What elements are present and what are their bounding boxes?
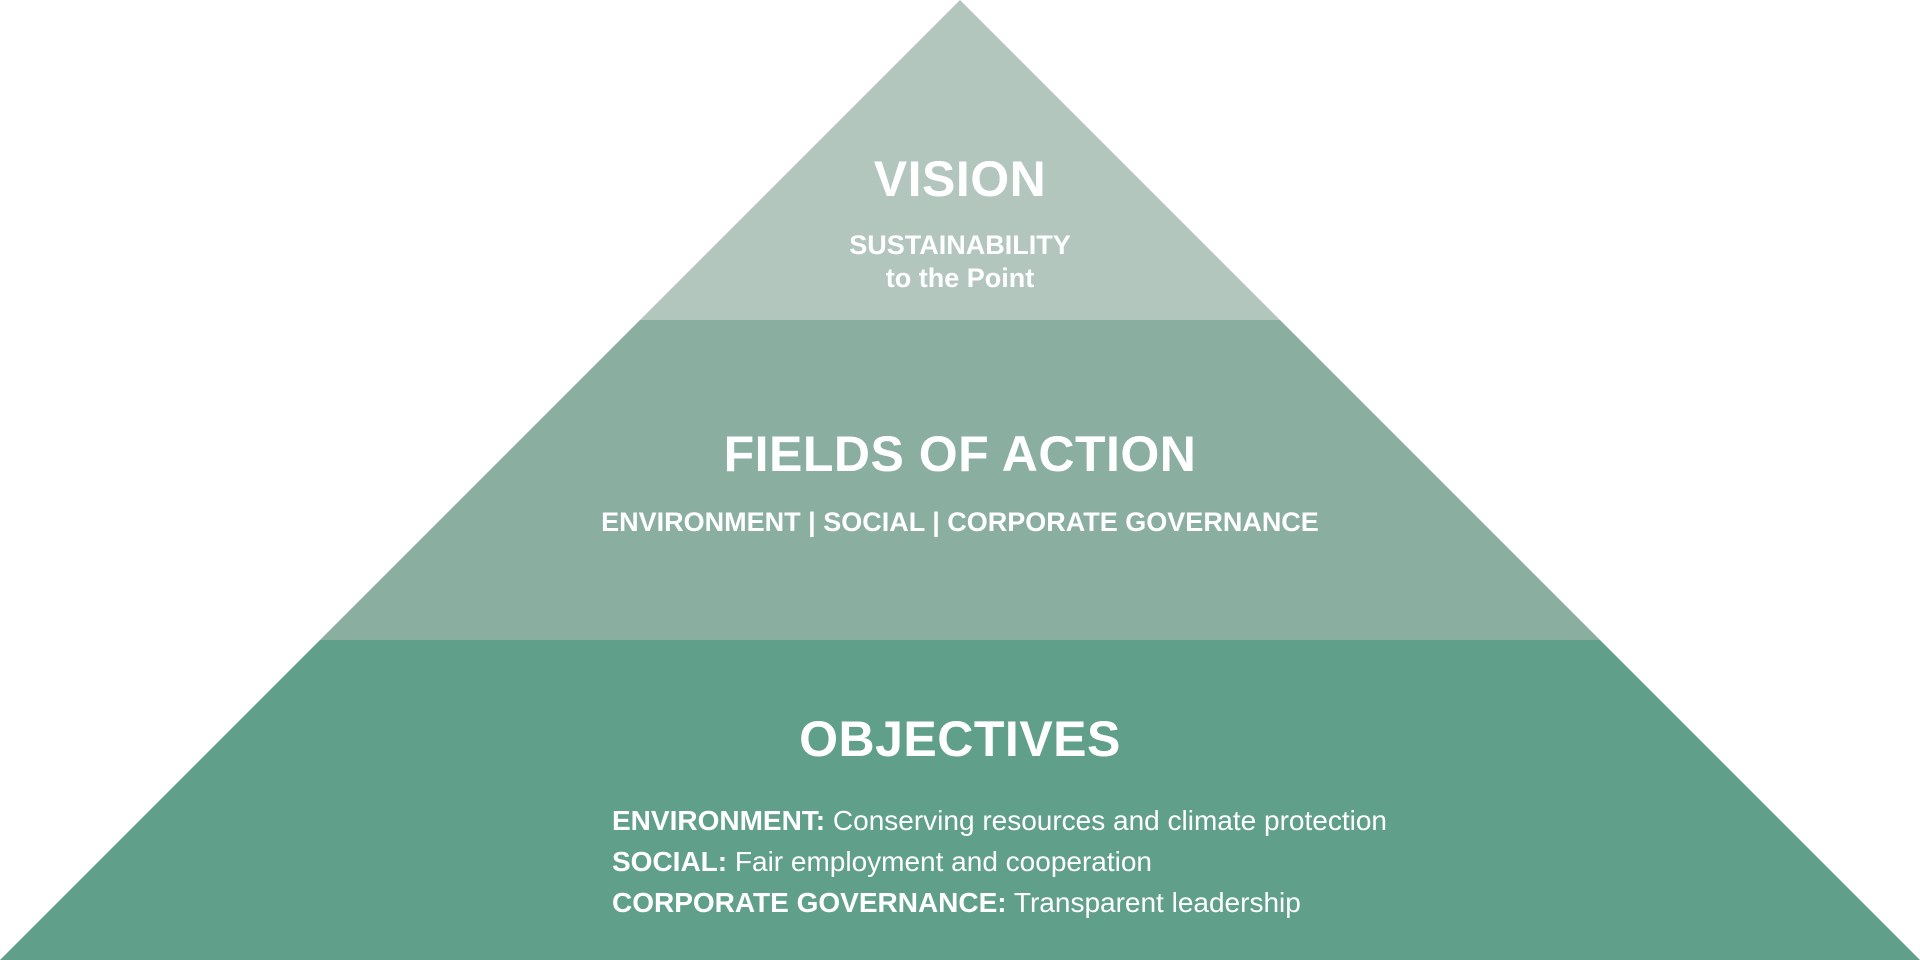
objective-label: ENVIRONMENT: <box>612 805 826 836</box>
pyramid-tier-middle <box>320 320 1600 640</box>
vision-title: VISION <box>873 151 1047 207</box>
vision-subtitle: SUSTAINABILITY to the Point <box>760 229 1160 295</box>
pyramid-tier-bottom <box>0 640 1920 960</box>
objectives-title: OBJECTIVES <box>799 711 1121 767</box>
fields-of-action-subtitle: ENVIRONMENT | SOCIAL | CORPORATE GOVERNA… <box>601 507 1319 537</box>
objective-text: Conserving resources and climate protect… <box>832 805 1387 836</box>
fields-of-action-title: FIELDS OF ACTION <box>723 426 1197 482</box>
objective-item-environment: ENVIRONMENT: Conserving resources and cl… <box>612 800 1387 841</box>
objective-item-social: SOCIAL: Fair employment and cooperation <box>612 841 1387 882</box>
objective-text: Fair employment and cooperation <box>734 846 1153 877</box>
objective-text: Transparent leadership <box>1013 887 1301 918</box>
vision-subtitle-line-1: SUSTAINABILITY <box>849 230 1071 260</box>
objective-label: CORPORATE GOVERNANCE: <box>612 887 1007 918</box>
vision-subtitle-line-2: to the Point <box>885 263 1035 293</box>
objectives-list: ENVIRONMENT: Conserving resources and cl… <box>612 800 1387 923</box>
objective-item-corporate-governance: CORPORATE GOVERNANCE: Transparent leader… <box>612 882 1387 923</box>
pyramid-tier-top <box>640 0 1280 320</box>
objective-label: SOCIAL: <box>612 846 728 877</box>
